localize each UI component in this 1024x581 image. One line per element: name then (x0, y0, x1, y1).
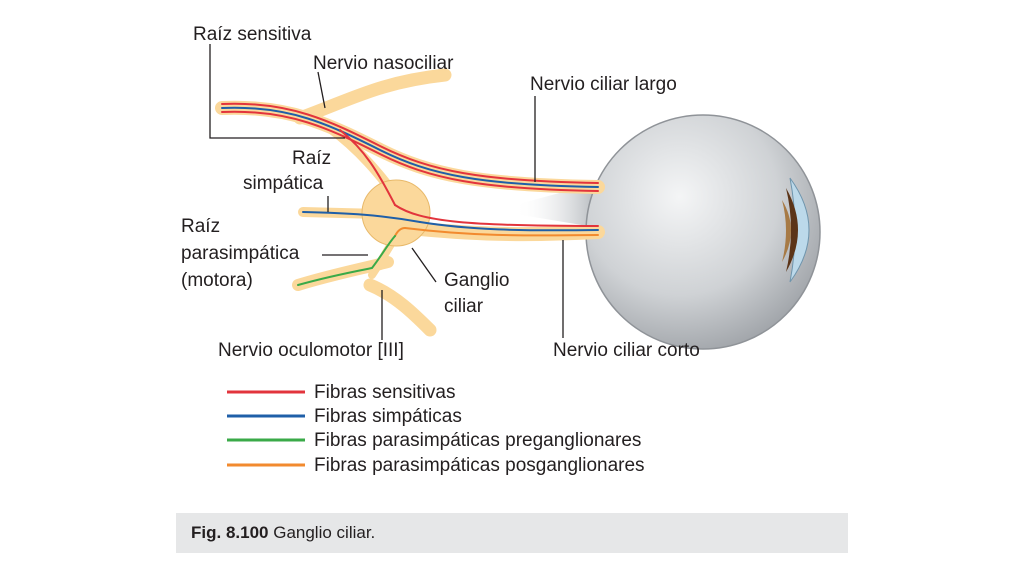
legend: Fibras sensitivas Fibras simpáticas Fibr… (227, 382, 645, 476)
label-raiz-sensitiva: Raíz sensitiva (193, 24, 312, 45)
label-raiz-simpatica-2: simpática (243, 173, 324, 194)
legend-label-sensitivas: Fibras sensitivas (314, 382, 456, 403)
label-raiz-parasimpatica-3: (motora) (181, 270, 253, 291)
short-ciliary-sympathetic-fiber (419, 221, 599, 232)
leader-raiz-sensitiva (209, 44, 345, 139)
leader-nervio-nasociliar (317, 71, 326, 109)
legend-label-preganglionares: Fibras parasimpáticas preganglionares (314, 430, 641, 451)
leader-ganglio-ciliar (411, 247, 437, 283)
legend-label-posganglionares: Fibras parasimpáticas posganglionares (314, 455, 645, 476)
sympathetic-fiber-root (302, 211, 421, 223)
label-ganglio-ciliar-1: Ganglio (444, 270, 510, 291)
label-raiz-simpatica-1: Raíz (292, 148, 331, 169)
caption-box (176, 513, 848, 553)
label-nervio-nasociliar: Nervio nasociliar (313, 53, 454, 74)
figure-caption-text: Ganglio ciliar. (273, 523, 376, 542)
iris (786, 188, 798, 272)
preganglionic-fiber (297, 235, 396, 286)
short-ciliary-postganglionic-fiber (404, 227, 599, 237)
leader-lines (209, 44, 564, 340)
nasociliary-upper-branch (293, 68, 452, 125)
label-ganglio-ciliar-2: ciliar (444, 296, 484, 317)
sensory-fiber-long-2 (221, 110, 599, 192)
figure-caption: Fig. 8.100 Ganglio ciliar. (191, 523, 375, 543)
sympathetic-fiber-long (221, 106, 599, 188)
label-nervio-oculomotor: Nervio oculomotor [III] (218, 340, 404, 361)
sensory-fiber-root (339, 129, 396, 206)
label-nervio-ciliar-largo: Nervio ciliar largo (530, 74, 677, 95)
figure-number: Fig. 8.100 (191, 523, 269, 542)
label-raiz-parasimpatica-1: Raíz (181, 216, 220, 237)
short-ciliary-sensory-fiber (394, 204, 599, 227)
eyeball (585, 114, 821, 350)
oculomotor-lower-branch (363, 278, 437, 337)
sensory-fiber-long (221, 102, 599, 184)
label-raiz-parasimpatica-2: parasimpática (181, 243, 300, 264)
postganglionic-origin (394, 227, 406, 237)
fiber-lines (221, 102, 599, 286)
lens (782, 200, 791, 262)
legend-label-simpaticas: Fibras simpáticas (314, 406, 462, 427)
label-nervio-ciliar-corto: Nervio ciliar corto (553, 340, 700, 361)
